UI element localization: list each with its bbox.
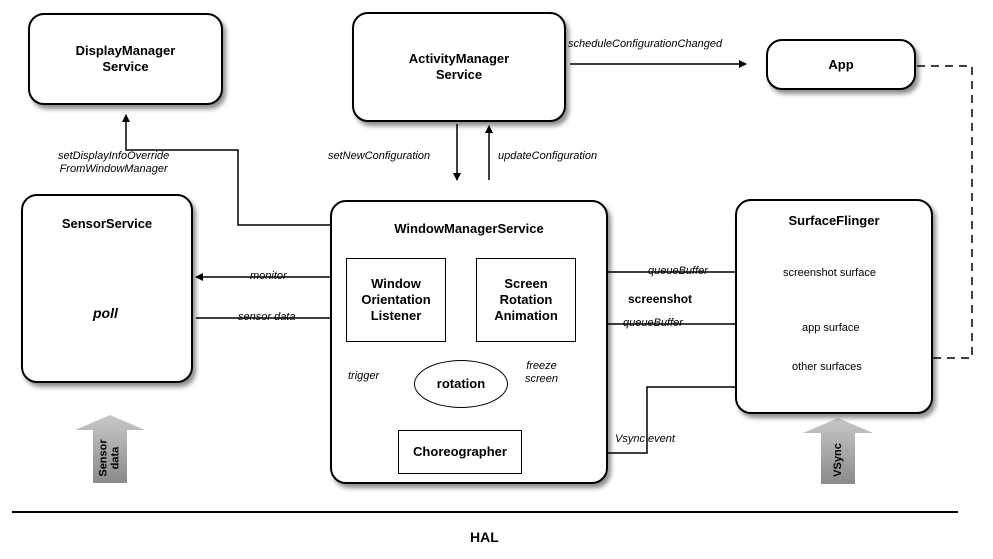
sensor-data-hal-label: Sensor data (97, 438, 122, 477)
rotation-label: rotation (436, 376, 486, 391)
window-orientation-listener-label: Window Orientation Listener (361, 276, 431, 323)
activity-manager-service-box: ActivityManager Service (352, 12, 566, 122)
app-label: App (828, 56, 854, 72)
set-new-configuration-label: setNewConfiguration (328, 150, 431, 162)
display-manager-service-label: DisplayManager Service (75, 43, 176, 74)
app-surface-label: app surface (802, 322, 860, 334)
monitor-label: monitor (250, 270, 287, 282)
sensor-service-box: SensorService (21, 194, 193, 383)
screenshot-label: screenshot (628, 292, 693, 306)
choreographer-box: Choreographer (398, 430, 522, 474)
hal-label: HAL (470, 529, 499, 545)
window-orientation-listener-box: Window Orientation Listener (346, 258, 446, 342)
sensor-service-label: SensorService (61, 216, 153, 231)
screen-rotation-animation-label: Screen Rotation Animation (494, 276, 558, 323)
rotation-ellipse: rotation (414, 360, 508, 408)
schedule-configuration-label: scheduleConfigurationChanged (568, 38, 723, 50)
set-display-info-arrow (122, 114, 330, 226)
screenshot-surface-label: screenshot surface (783, 267, 876, 279)
set-display-info-label: setDisplayInfoOverride FromWindowManager (58, 150, 170, 175)
freeze-screen-label: freeze screen (525, 360, 559, 385)
surface-flinger-box: SurfaceFlinger (735, 199, 933, 414)
queue-buffer-bottom-label: queueBuffer (623, 317, 683, 329)
sensor-hal-arrow (75, 415, 145, 483)
trigger-label: trigger (348, 370, 380, 382)
window-manager-service-label: WindowManagerService (394, 221, 544, 236)
sensor-data-label: sensor data (238, 311, 296, 323)
surface-flinger-label: SurfaceFlinger (788, 213, 880, 228)
activity-manager-service-label: ActivityManager Service (408, 51, 510, 82)
screen-rotation-animation-box: Screen Rotation Animation (476, 258, 576, 342)
update-configuration-label: updateConfiguration (498, 150, 598, 162)
poll-label: poll (93, 305, 118, 321)
app-box: App (766, 39, 916, 90)
other-surfaces-label: other surfaces (792, 361, 862, 373)
vsync-hal-arrow (803, 418, 873, 484)
queue-buffer-top-label: queueBuffer (648, 265, 708, 277)
vsync-event-label: Vsync event (615, 433, 675, 445)
vsync-hal-label: VSync (831, 442, 844, 477)
choreographer-label: Choreographer (413, 444, 507, 459)
display-manager-service-box: DisplayManager Service (28, 13, 223, 105)
